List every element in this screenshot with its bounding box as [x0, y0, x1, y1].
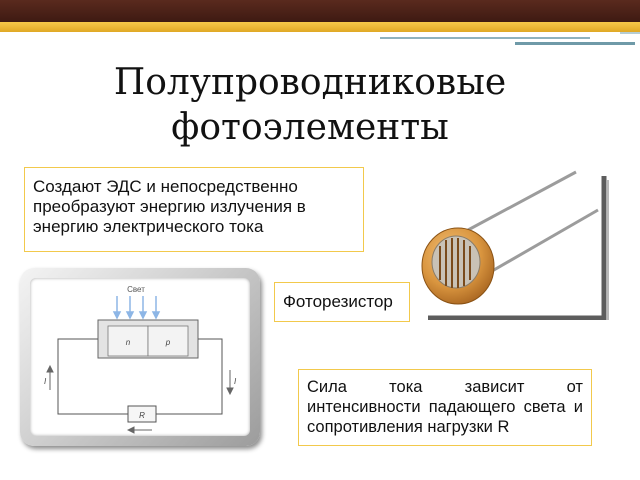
- slide-title: Полупроводниковые фотоэлементы: [113, 62, 507, 148]
- gold-decorative-band: [0, 22, 640, 32]
- lead-wire-top: [467, 170, 577, 232]
- resistor-label: R: [139, 411, 145, 420]
- left-wire: [57, 338, 128, 415]
- circuit-diagram-svg: Свет n p I I: [44, 285, 237, 434]
- circuit-diagram-picture: Свет n p I I: [20, 268, 260, 446]
- current-description-box: Сила тока зависит от интенсивности падаю…: [298, 369, 592, 446]
- current-arrow-bottom: [126, 426, 152, 434]
- emf-description-box: Создают ЭДС и непосредственно преобразую…: [24, 167, 364, 252]
- current-label-left: I: [44, 377, 47, 386]
- right-wire: [156, 338, 223, 415]
- shadow-backdrop: [428, 176, 607, 320]
- p-label: p: [165, 338, 171, 347]
- n-region: [107, 325, 149, 357]
- current-arrow-left: [46, 364, 54, 390]
- decorative-line: [380, 37, 590, 39]
- current-description-text: Сила тока зависит от интенсивности падаю…: [307, 378, 583, 436]
- photoresistor-label: Фоторезистор: [283, 292, 393, 311]
- photoresistor-image: [421, 170, 609, 320]
- current-label-right: I: [234, 377, 237, 386]
- load-resistor: [127, 405, 157, 423]
- circuit-diagram-canvas: Свет n p I I: [30, 278, 250, 436]
- photoresistor-label-box: Фоторезистор: [274, 282, 410, 322]
- photoresistor-track: [439, 238, 471, 288]
- lead-wire-bottom: [479, 208, 599, 280]
- decorative-line: [515, 42, 635, 45]
- p-region: [147, 325, 189, 357]
- emf-description-text: Создают ЭДС и непосредственно преобразую…: [33, 177, 306, 236]
- n-label: n: [126, 338, 131, 347]
- shadow-backdrop-edge: [607, 180, 609, 320]
- photoresistor-window: [431, 235, 481, 289]
- top-decorative-bar: [0, 0, 640, 22]
- light-arrows: [112, 296, 161, 320]
- decorative-line: [620, 32, 640, 34]
- current-arrow-right: [226, 370, 234, 396]
- light-label: Свет: [127, 285, 145, 294]
